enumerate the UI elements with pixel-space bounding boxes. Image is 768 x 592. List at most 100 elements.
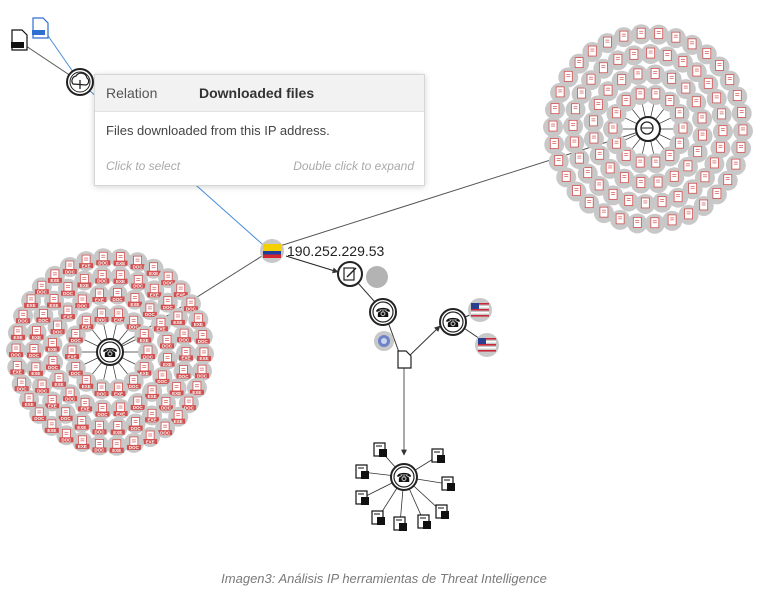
- file-node[interactable]: EXE: [76, 312, 97, 333]
- file-node-center[interactable]: [397, 350, 412, 369]
- file-node[interactable]: [577, 163, 598, 184]
- file-node[interactable]: DOC: [89, 435, 110, 456]
- file-node[interactable]: EXE: [188, 309, 209, 330]
- file-dark-node[interactable]: [371, 510, 385, 525]
- file-node[interactable]: EXE: [144, 280, 165, 301]
- file-dark-node[interactable]: [441, 476, 455, 491]
- file-node[interactable]: [623, 45, 644, 66]
- file-node[interactable]: [631, 24, 652, 45]
- file-node[interactable]: DOC: [173, 361, 194, 382]
- file-node[interactable]: [648, 24, 669, 45]
- file-dark-node[interactable]: [355, 464, 369, 479]
- file-node[interactable]: [661, 69, 682, 90]
- file-node[interactable]: DOC: [127, 252, 148, 273]
- file-node[interactable]: EXE: [193, 343, 214, 364]
- file-node[interactable]: [675, 79, 696, 100]
- html-file-node[interactable]: [11, 29, 28, 51]
- file-node[interactable]: [565, 99, 586, 120]
- file-node[interactable]: [717, 170, 738, 191]
- file-node[interactable]: EXE: [42, 334, 63, 355]
- file-dark-node[interactable]: [417, 514, 431, 529]
- file-node[interactable]: [627, 64, 648, 85]
- globe-hub-node[interactable]: [635, 116, 661, 142]
- cloud-download-node[interactable]: [66, 68, 94, 96]
- file-node[interactable]: [731, 103, 752, 124]
- file-node[interactable]: [692, 108, 713, 129]
- file-node[interactable]: EXE: [26, 322, 47, 343]
- file-node[interactable]: DOC: [123, 371, 144, 392]
- file-node[interactable]: EXE: [157, 349, 178, 370]
- file-node[interactable]: DOC: [92, 266, 113, 287]
- file-node[interactable]: EXE: [49, 369, 70, 390]
- file-node[interactable]: DOC: [24, 340, 45, 361]
- file-node[interactable]: [706, 184, 727, 205]
- file-node[interactable]: [627, 213, 648, 234]
- file-node[interactable]: [657, 46, 678, 67]
- file-node[interactable]: [579, 193, 600, 214]
- file-node[interactable]: [582, 42, 603, 63]
- file-dark-node[interactable]: [393, 516, 407, 531]
- file-node[interactable]: [550, 82, 571, 103]
- file-node[interactable]: EXE: [25, 358, 46, 379]
- file-node[interactable]: DOC: [33, 305, 54, 326]
- file-node[interactable]: DOC: [158, 268, 179, 289]
- file-node[interactable]: EXE: [170, 280, 191, 301]
- file-node[interactable]: [712, 121, 733, 142]
- file-node[interactable]: [668, 187, 689, 208]
- file-node[interactable]: [682, 179, 703, 200]
- file-node[interactable]: DOC: [125, 413, 146, 434]
- file-node[interactable]: DOC: [59, 257, 80, 278]
- file-dark-node[interactable]: [373, 442, 387, 457]
- file-node[interactable]: DOC: [31, 277, 52, 298]
- file-node[interactable]: EXE: [19, 389, 40, 410]
- file-node[interactable]: EXE: [41, 415, 62, 436]
- file-dark-node[interactable]: [355, 490, 369, 505]
- file-node[interactable]: [644, 213, 665, 234]
- file-node[interactable]: [635, 193, 656, 214]
- file-node[interactable]: EXE: [75, 394, 96, 415]
- file-node[interactable]: [613, 27, 634, 48]
- file-node[interactable]: [630, 84, 651, 105]
- phone-node-bottom[interactable]: ☎: [390, 463, 418, 491]
- file-node[interactable]: EXE: [76, 251, 97, 272]
- file-node[interactable]: [583, 129, 604, 150]
- file-node[interactable]: EXE: [143, 258, 164, 279]
- file-node[interactable]: EXE: [57, 302, 78, 323]
- file-node[interactable]: DOC: [29, 403, 50, 424]
- file-node[interactable]: DOC: [42, 352, 63, 373]
- ip-address-label[interactable]: 190.252.229.53: [287, 243, 385, 259]
- file-node[interactable]: [645, 153, 666, 174]
- file-node[interactable]: [696, 44, 717, 65]
- file-node[interactable]: [630, 173, 651, 194]
- file-node[interactable]: DOC: [91, 379, 112, 400]
- file-node[interactable]: [614, 168, 635, 189]
- file-node[interactable]: DOC: [139, 299, 160, 320]
- file-node[interactable]: EXE: [7, 322, 28, 343]
- file-node[interactable]: EXE: [166, 378, 187, 399]
- file-node[interactable]: EXE: [186, 377, 207, 398]
- file-node[interactable]: EXE: [89, 284, 110, 305]
- file-node[interactable]: EXE: [44, 265, 65, 286]
- file-node[interactable]: [732, 120, 753, 141]
- file-node[interactable]: [588, 95, 609, 116]
- file-node[interactable]: [645, 64, 666, 85]
- code-file-node[interactable]: [32, 17, 49, 39]
- file-node[interactable]: EXE: [124, 289, 145, 310]
- file-node[interactable]: DOC: [56, 425, 77, 446]
- file-node[interactable]: [731, 138, 752, 159]
- file-node[interactable]: [706, 88, 727, 109]
- file-node[interactable]: EXE: [140, 426, 161, 447]
- file-node[interactable]: [698, 74, 719, 95]
- file-node[interactable]: [593, 58, 614, 79]
- us-flag-node-2[interactable]: [475, 333, 499, 357]
- file-node[interactable]: EXE: [62, 342, 82, 362]
- file-node[interactable]: EXE: [110, 266, 131, 287]
- file-node[interactable]: EXE: [134, 325, 155, 346]
- file-node[interactable]: [544, 99, 565, 120]
- file-node[interactable]: DOC: [123, 432, 144, 453]
- file-node[interactable]: DOC: [91, 304, 112, 325]
- file-node[interactable]: DOC: [32, 376, 53, 397]
- file-node[interactable]: EXE: [42, 391, 63, 412]
- file-node[interactable]: EXE: [107, 417, 128, 438]
